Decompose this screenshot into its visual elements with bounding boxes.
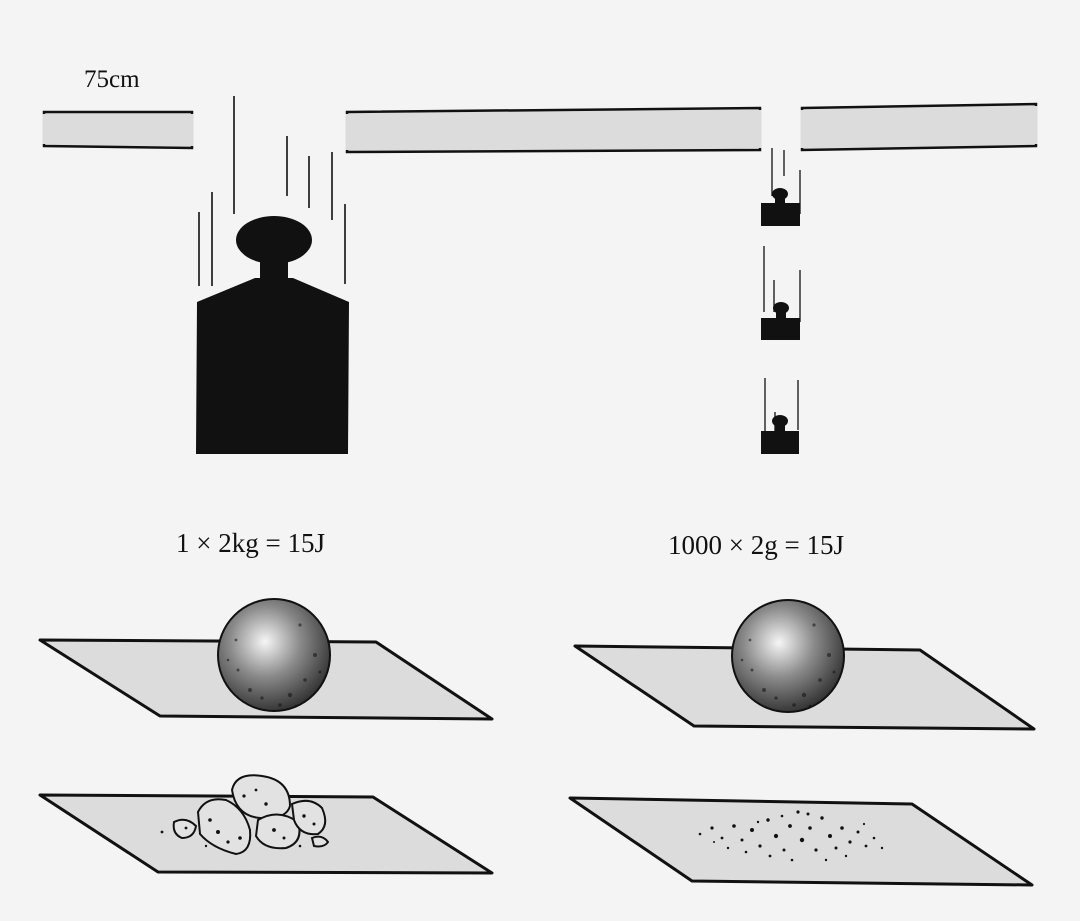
panel-right-before [573,599,1036,731]
drop-height-label: 75cm [84,66,140,93]
stone-ball-icon [731,599,845,713]
crumbled-powder-icon [698,810,884,862]
right-energy-equation: 1000 × 2g = 15J [668,530,844,560]
shattered-stone-grain [160,788,316,848]
motion-lines-large [198,96,346,286]
stone-ball-icon [217,598,331,712]
shelf-segment-right [800,102,1038,152]
small-weight-1 [761,148,801,226]
left-energy-equation: 1 × 2kg = 15J [176,528,325,558]
falling-small-weight-icon [761,148,801,454]
shattered-stone-icon [172,774,330,856]
panel-left-before [38,598,494,721]
shelf-segment-left [42,110,194,150]
small-weight-2 [761,246,801,340]
small-weight-3 [761,378,799,454]
top-shelf [42,102,1038,154]
shelf-segment-middle [345,106,762,154]
falling-large-weight-icon [196,96,349,454]
panel-right-after [568,796,1034,887]
panel-left-after [38,774,494,875]
